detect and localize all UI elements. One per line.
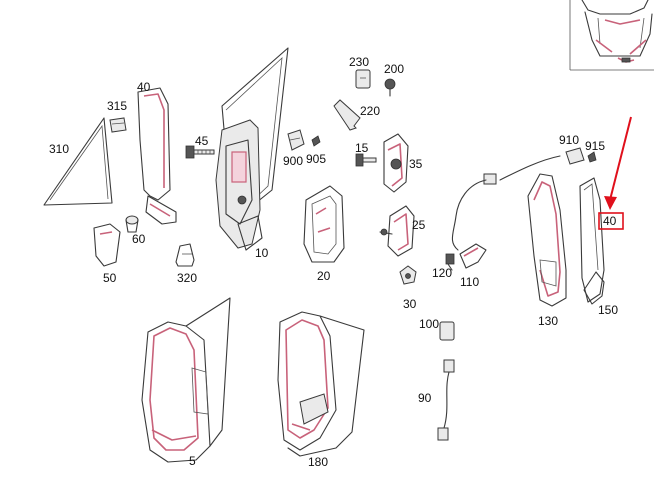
label-320: 320 (177, 271, 197, 285)
label-120: 120 (432, 266, 452, 280)
label-900: 900 (283, 154, 303, 168)
label-180: 180 (308, 455, 328, 469)
part-220-angle-bracket (333, 99, 361, 131)
part-310-triangle-cover (43, 117, 113, 206)
part-910-connector (565, 147, 585, 165)
label-310: 310 (49, 142, 69, 156)
label-45: 45 (195, 134, 209, 148)
label-15: 15 (355, 141, 369, 155)
part-25-actuator (379, 205, 415, 257)
highlight-arrow (609, 116, 632, 201)
part-90-cable (437, 359, 455, 441)
label-905: 905 (306, 152, 326, 166)
part-150-glass-cover (583, 271, 605, 305)
part-30-clip (399, 265, 417, 285)
highlighted-part-callout: 40 (598, 116, 632, 230)
label-150: 150 (598, 303, 618, 317)
label-220: 220 (360, 104, 380, 118)
part-130-housing-frame (527, 173, 567, 307)
part-10-mirror-base (215, 47, 289, 251)
part-230-plug (355, 69, 371, 89)
label-5: 5 (189, 454, 196, 468)
part-labels: 5 10 15 20 25 30 35 40 45 50 60 90 100 1… (49, 55, 618, 469)
part-900-connector (287, 129, 305, 151)
part-120-screw (445, 253, 455, 271)
label-130: 130 (538, 314, 558, 328)
label-110: 110 (460, 275, 479, 289)
part-100-plug (439, 321, 455, 341)
part-315-clip (109, 117, 127, 133)
part-35-motor-plate (383, 133, 409, 193)
label-315: 315 (107, 99, 127, 113)
part-50-cap (93, 223, 121, 267)
highlight-box (598, 212, 624, 230)
part-20-housing (303, 185, 345, 263)
part-320-clip (175, 243, 195, 267)
label-915: 915 (585, 139, 605, 153)
label-40-right-highlighted: 40 (603, 214, 617, 228)
label-25: 25 (412, 218, 426, 232)
label-30: 30 (403, 297, 417, 311)
part-40-mirror-glass (579, 177, 605, 303)
label-20: 20 (317, 269, 331, 283)
label-230: 230 (349, 55, 369, 69)
label-60: 60 (132, 232, 146, 246)
label-35: 35 (409, 157, 423, 171)
part-60-grommet (125, 215, 139, 233)
part-5-mirror-assembly (141, 297, 231, 463)
vehicle-locator-thumbnail (569, 0, 654, 71)
highlight-arrowhead (604, 196, 617, 210)
part-200-screw (384, 78, 396, 97)
label-90: 90 (418, 391, 432, 405)
part-15-screw (355, 153, 377, 167)
wiring-harness (451, 155, 561, 251)
part-40-arm-cover (137, 87, 177, 225)
part-915-screw (587, 151, 597, 163)
part-45-screw (185, 145, 215, 159)
label-200: 200 (384, 62, 404, 76)
part-180-mirror-assembly (277, 311, 365, 457)
label-40-left: 40 (137, 80, 151, 94)
label-10: 10 (255, 246, 269, 260)
label-910: 910 (559, 133, 579, 147)
label-100: 100 (419, 317, 439, 331)
part-110-turn-signal (459, 243, 487, 269)
part-905-screw (311, 135, 321, 147)
label-50: 50 (103, 271, 117, 285)
